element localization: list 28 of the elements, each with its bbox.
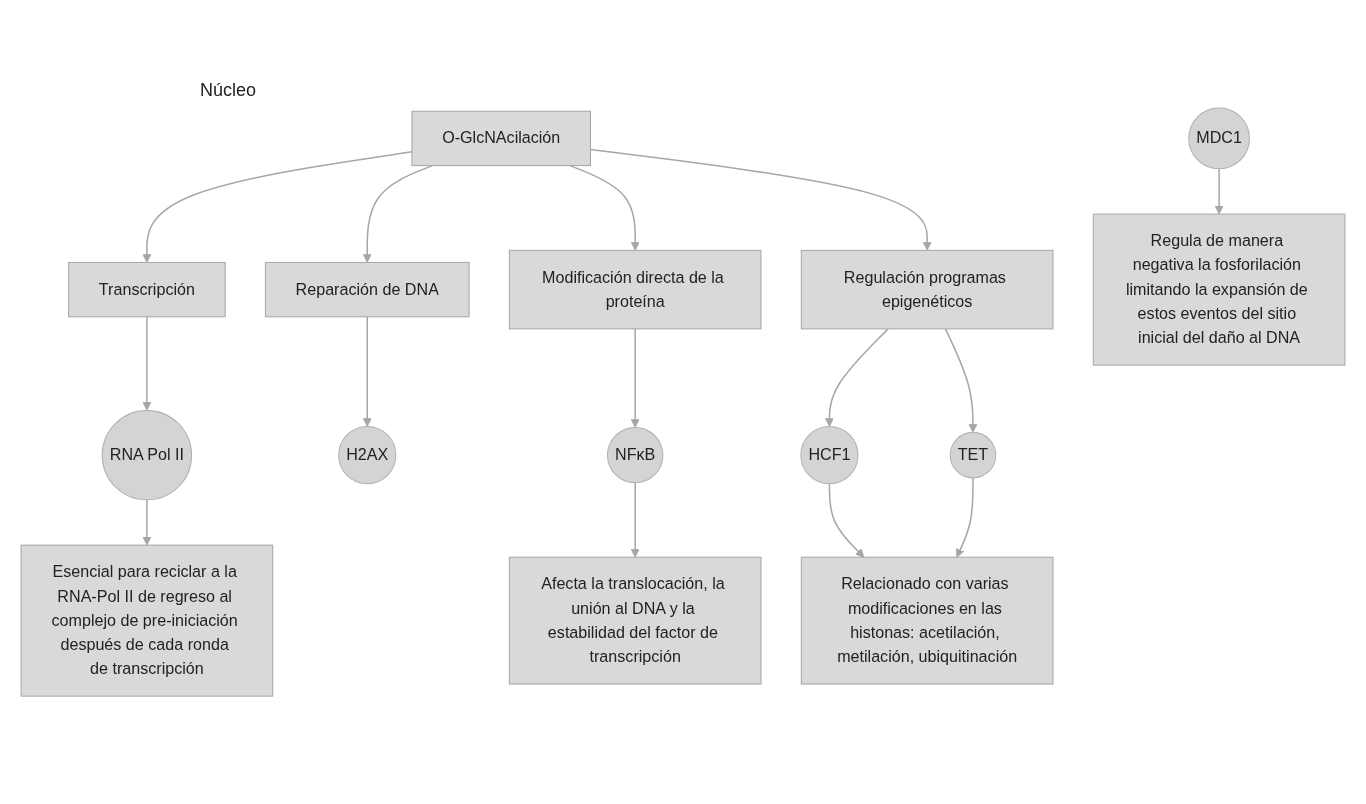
arrow bbox=[956, 477, 974, 558]
node-box: Regula de manera negativa la fosforilación limitando la expansión de estos eventos del sitio inicial del daño al DNA bbox=[1092, 213, 1346, 366]
region-label: Núcleo bbox=[200, 80, 257, 101]
arrow bbox=[825, 328, 889, 427]
node-circle: NFκB bbox=[607, 426, 664, 484]
node-box: Afecta la translocación, la unión al DNA y la estabilidad del factor de transcripción bbox=[508, 556, 762, 685]
arrow bbox=[1214, 167, 1224, 215]
node-box: Relacionado con varias modificaciones en las histonas: acetilación, metilación, ubiquitinación bbox=[800, 556, 1054, 685]
node-box: Modificación directa de la proteína bbox=[508, 249, 762, 330]
arrow bbox=[630, 328, 640, 428]
arrow bbox=[362, 315, 372, 427]
node-box: Regulación programas epigenéticos bbox=[800, 249, 1054, 330]
node-circle: H2AX bbox=[338, 425, 397, 485]
arrow bbox=[142, 498, 152, 546]
node-box: O-GlcNAcilación bbox=[411, 110, 591, 166]
node-circle: MDC1 bbox=[1188, 107, 1250, 170]
arrow bbox=[944, 328, 978, 433]
node-circle: HCF1 bbox=[800, 425, 859, 485]
node-circle: RNA Pol II bbox=[101, 409, 193, 501]
node-circle: TET bbox=[949, 431, 997, 479]
node-box: Reparación de DNA bbox=[264, 261, 470, 318]
arrow bbox=[362, 164, 434, 263]
arrow bbox=[828, 482, 865, 558]
node-box: Transcripción bbox=[68, 261, 226, 318]
arrow bbox=[569, 164, 640, 251]
node-box: Esencial para reciclar a la RNA-Pol II de regreso al complejo de pre-iniciación después de cada ronda de transcripción bbox=[20, 544, 274, 697]
arrow bbox=[142, 315, 152, 411]
arrow bbox=[630, 481, 640, 558]
